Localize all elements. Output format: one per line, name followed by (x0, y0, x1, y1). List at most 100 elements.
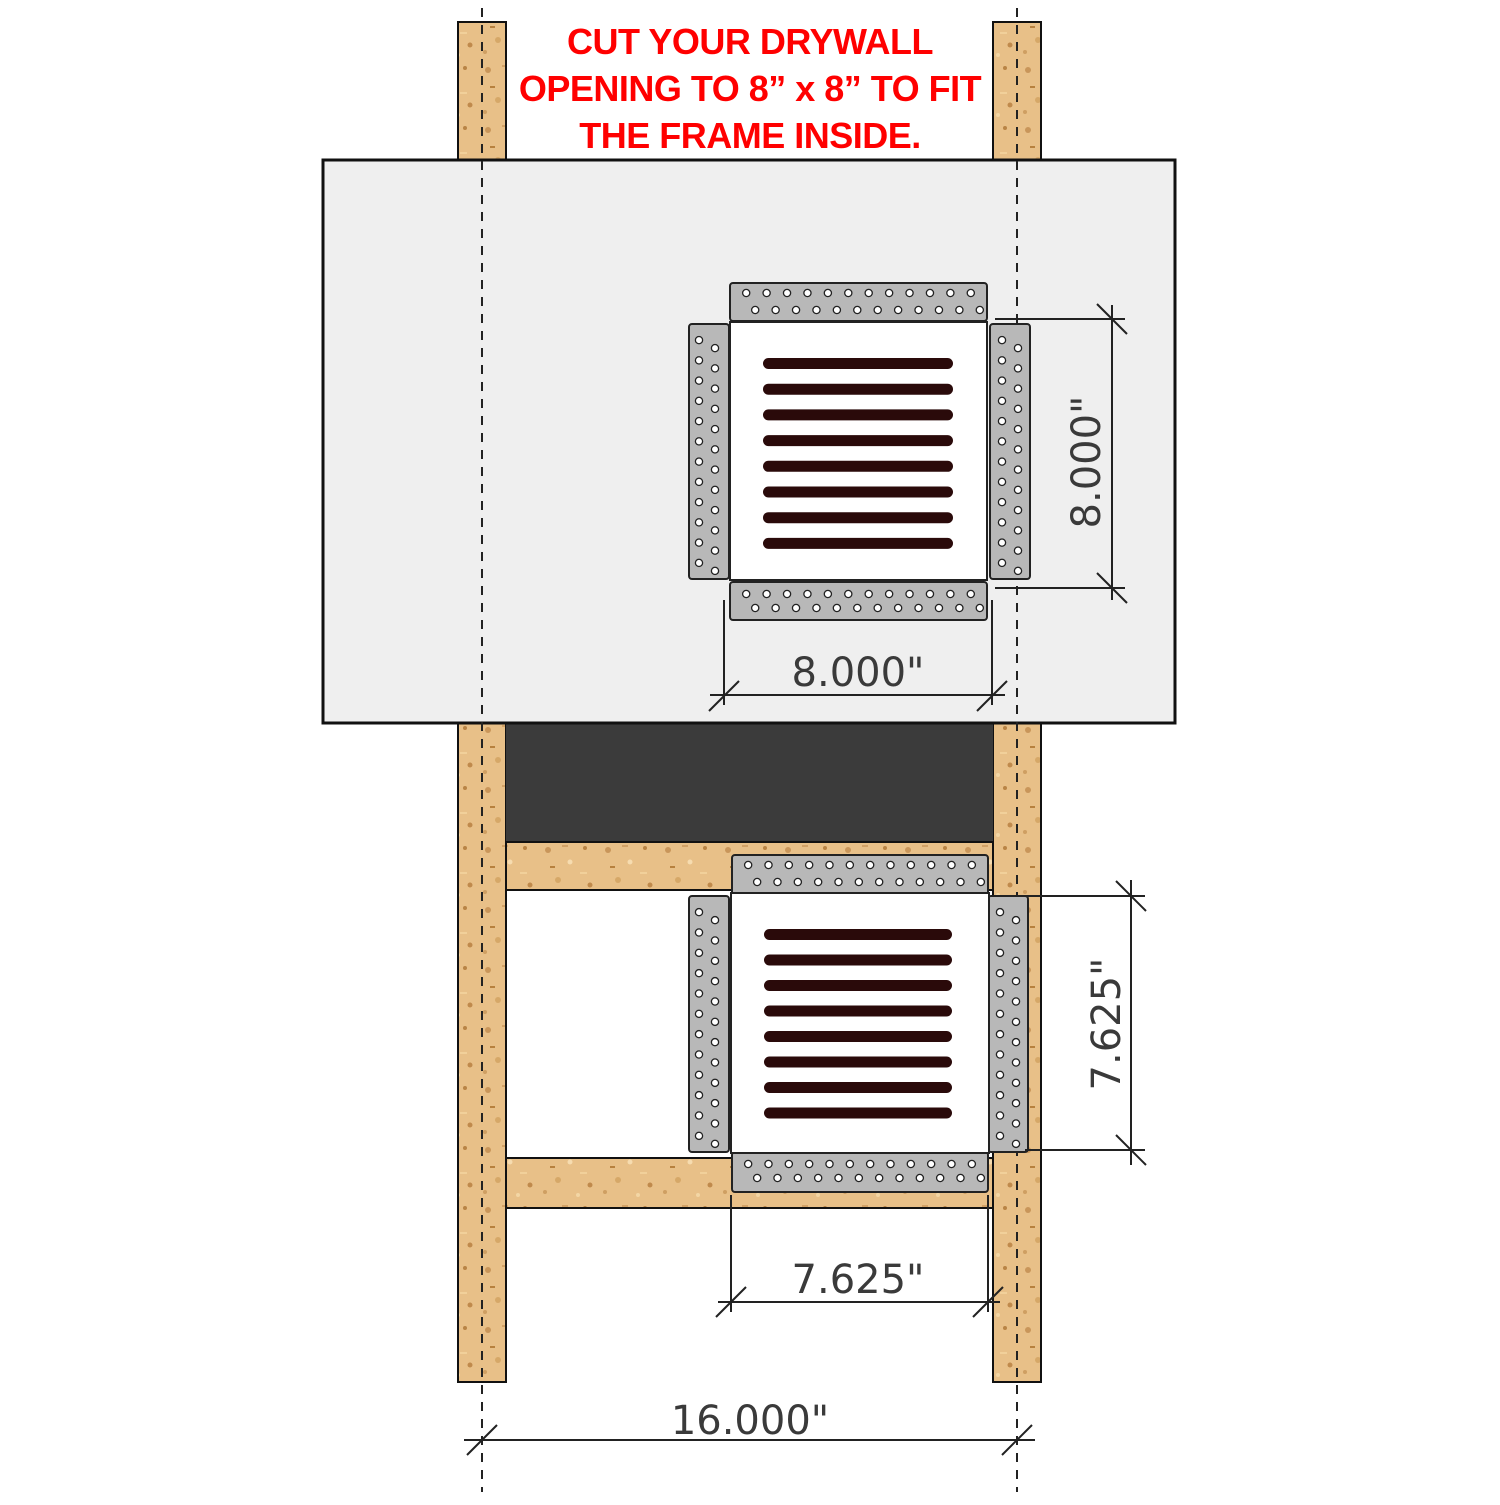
screw-hole (823, 288, 833, 298)
grille-slot (764, 1082, 952, 1093)
screw-hole (694, 335, 704, 345)
screw-hole (784, 860, 794, 870)
screw-hole (997, 538, 1007, 547)
screw-hole (865, 1159, 875, 1169)
screw-hole (694, 907, 704, 917)
screw-hole (906, 1159, 916, 1169)
screw-hole (694, 396, 704, 406)
screw-hole (804, 860, 814, 870)
screw-hole (694, 948, 704, 958)
screw-hole (710, 997, 720, 1006)
screw-hole (995, 948, 1005, 958)
screw-hole (813, 877, 823, 887)
screw-hole (995, 1131, 1005, 1141)
screw-hole (995, 1009, 1005, 1019)
screw-hole (905, 288, 914, 298)
screw-hole (710, 1017, 720, 1027)
screw-hole (995, 1070, 1005, 1080)
left-flange (688, 323, 730, 580)
screw-hole (694, 518, 704, 527)
screw-hole (956, 877, 965, 887)
screw-hole (694, 416, 704, 426)
screw-hole (694, 1090, 704, 1100)
screw-hole (710, 915, 720, 925)
instruction-line-3: THE FRAME INSIDE. (579, 115, 921, 156)
screw-hole (1011, 1058, 1021, 1067)
grille-slot (764, 1031, 952, 1042)
screw-hole (854, 1173, 864, 1183)
grille-slot (763, 512, 953, 524)
screw-hole (997, 477, 1007, 487)
screw-hole (997, 356, 1007, 365)
screw-hole (694, 437, 704, 446)
screw-hole (997, 376, 1007, 385)
screw-hole (997, 335, 1007, 345)
screw-hole (967, 1159, 977, 1169)
screw-hole (694, 989, 704, 998)
screw-hole (782, 288, 792, 298)
grille-slot (763, 486, 953, 498)
grille-slot (763, 383, 953, 395)
screw-hole (764, 860, 773, 870)
screw-hole (773, 877, 782, 887)
screw-hole (865, 860, 875, 870)
screw-hole (803, 589, 812, 599)
screw-hole (995, 928, 1005, 937)
screw-hole (967, 860, 977, 870)
grille-slot (764, 980, 952, 991)
screw-hole (694, 356, 704, 365)
screw-hole (710, 1037, 720, 1047)
screw-hole (694, 1009, 704, 1019)
screw-hole (955, 305, 964, 315)
screw-hole (873, 305, 882, 315)
screw-hole (694, 497, 704, 507)
top-flange (731, 854, 989, 896)
screw-hole (782, 589, 792, 599)
screw-hole (710, 364, 720, 373)
screw-hole (694, 376, 704, 385)
screw-hole (803, 288, 812, 298)
bottom-height-dimension (1025, 880, 1147, 1166)
screw-hole (995, 1090, 1005, 1100)
screw-hole (1013, 546, 1023, 555)
screw-hole (773, 1173, 782, 1183)
screw-hole (710, 1119, 720, 1128)
stud-spacing-dimension (464, 1424, 1035, 1456)
right-flange (989, 323, 1031, 580)
left-flange (688, 895, 730, 1153)
screw-hole (1013, 404, 1023, 414)
screw-hole (710, 546, 720, 555)
screw-hole (926, 860, 936, 870)
screw-hole (710, 465, 720, 474)
screw-hole (874, 1173, 884, 1183)
top-width-dimension (708, 600, 1008, 712)
screw-hole (947, 1159, 956, 1169)
screw-hole (1013, 505, 1023, 515)
stud-spacing-label: 16.000" (671, 1398, 829, 1444)
screw-hole (1011, 1037, 1021, 1047)
screw-hole (1011, 956, 1021, 966)
bottom-flange (731, 1151, 989, 1193)
screw-hole (694, 558, 704, 568)
screw-hole (844, 288, 853, 298)
bottom-height-label: 7.625" (1084, 958, 1130, 1091)
instruction-line-1: CUT YOUR DRYWALL (567, 21, 934, 62)
grille-slot (763, 435, 953, 447)
screw-hole (926, 1159, 936, 1169)
screw-hole (1013, 384, 1023, 393)
screw-hole (955, 603, 964, 613)
screw-hole (915, 1173, 925, 1183)
screw-hole (1013, 343, 1023, 353)
screw-hole (710, 566, 720, 576)
screw-hole (925, 589, 935, 599)
screw-hole (995, 1050, 1005, 1059)
screw-hole (710, 526, 720, 535)
screw-hole (975, 603, 985, 613)
screw-hole (1013, 465, 1023, 474)
screw-hole (997, 558, 1007, 568)
screw-hole (710, 485, 720, 495)
screw-hole (743, 1159, 753, 1169)
screw-hole (694, 477, 704, 487)
bottom-width-label: 7.625" (792, 1257, 925, 1303)
screw-hole (893, 603, 903, 613)
